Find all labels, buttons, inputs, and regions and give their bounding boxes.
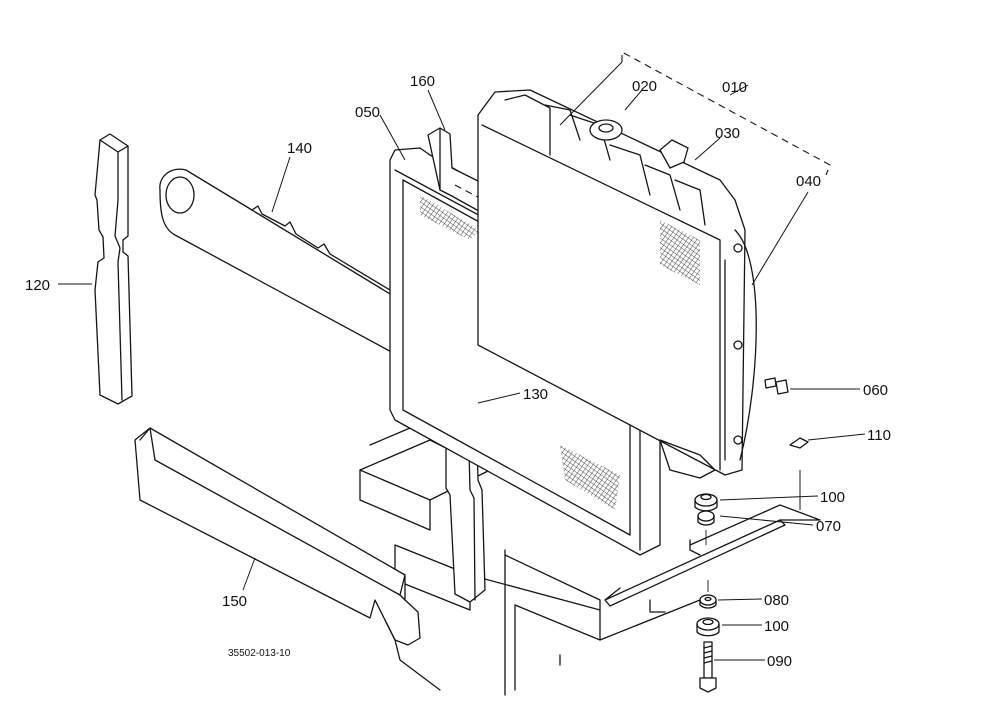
callout-140: 140	[287, 140, 312, 157]
callout-labels: 010 020 030 040 050 060 070 080 090 100 …	[25, 73, 891, 670]
drawing-number: 35502-013-10	[228, 648, 291, 659]
callout-090: 090	[767, 653, 792, 670]
callout-030: 030	[715, 125, 740, 142]
base-frame	[359, 427, 701, 696]
hardware-axis-line	[705, 530, 709, 592]
callout-070: 070	[816, 518, 841, 535]
callout-160: 160	[410, 73, 435, 90]
callout-120: 120	[25, 277, 50, 294]
side-seal-120	[94, 133, 133, 405]
bolt-060	[764, 377, 789, 395]
radiator-base-plate	[604, 504, 821, 607]
callout-100-lower: 100	[764, 618, 789, 635]
callout-110: 110	[867, 427, 891, 444]
cushion-070	[697, 510, 715, 526]
clip-110	[789, 437, 809, 449]
washer-080	[699, 594, 717, 609]
bolt-090	[699, 641, 717, 693]
top-seal-140	[159, 168, 427, 363]
callout-080: 080	[764, 592, 789, 609]
cushion-100-lower	[696, 617, 720, 637]
callout-040: 040	[796, 173, 821, 190]
callout-130: 130	[523, 386, 548, 403]
cushion-100-upper	[694, 493, 718, 512]
bottom-seal-150	[134, 427, 441, 691]
callout-020: 020	[632, 78, 657, 95]
leader-lines	[58, 61, 866, 661]
radiator-assembly-010	[477, 89, 757, 479]
assembly-bracket-010	[621, 51, 831, 176]
callout-100-upper: 100	[820, 489, 845, 506]
callout-150: 150	[222, 593, 247, 610]
callout-050: 050	[355, 104, 380, 121]
callout-060: 060	[863, 382, 888, 399]
callout-010: 010	[722, 79, 747, 96]
